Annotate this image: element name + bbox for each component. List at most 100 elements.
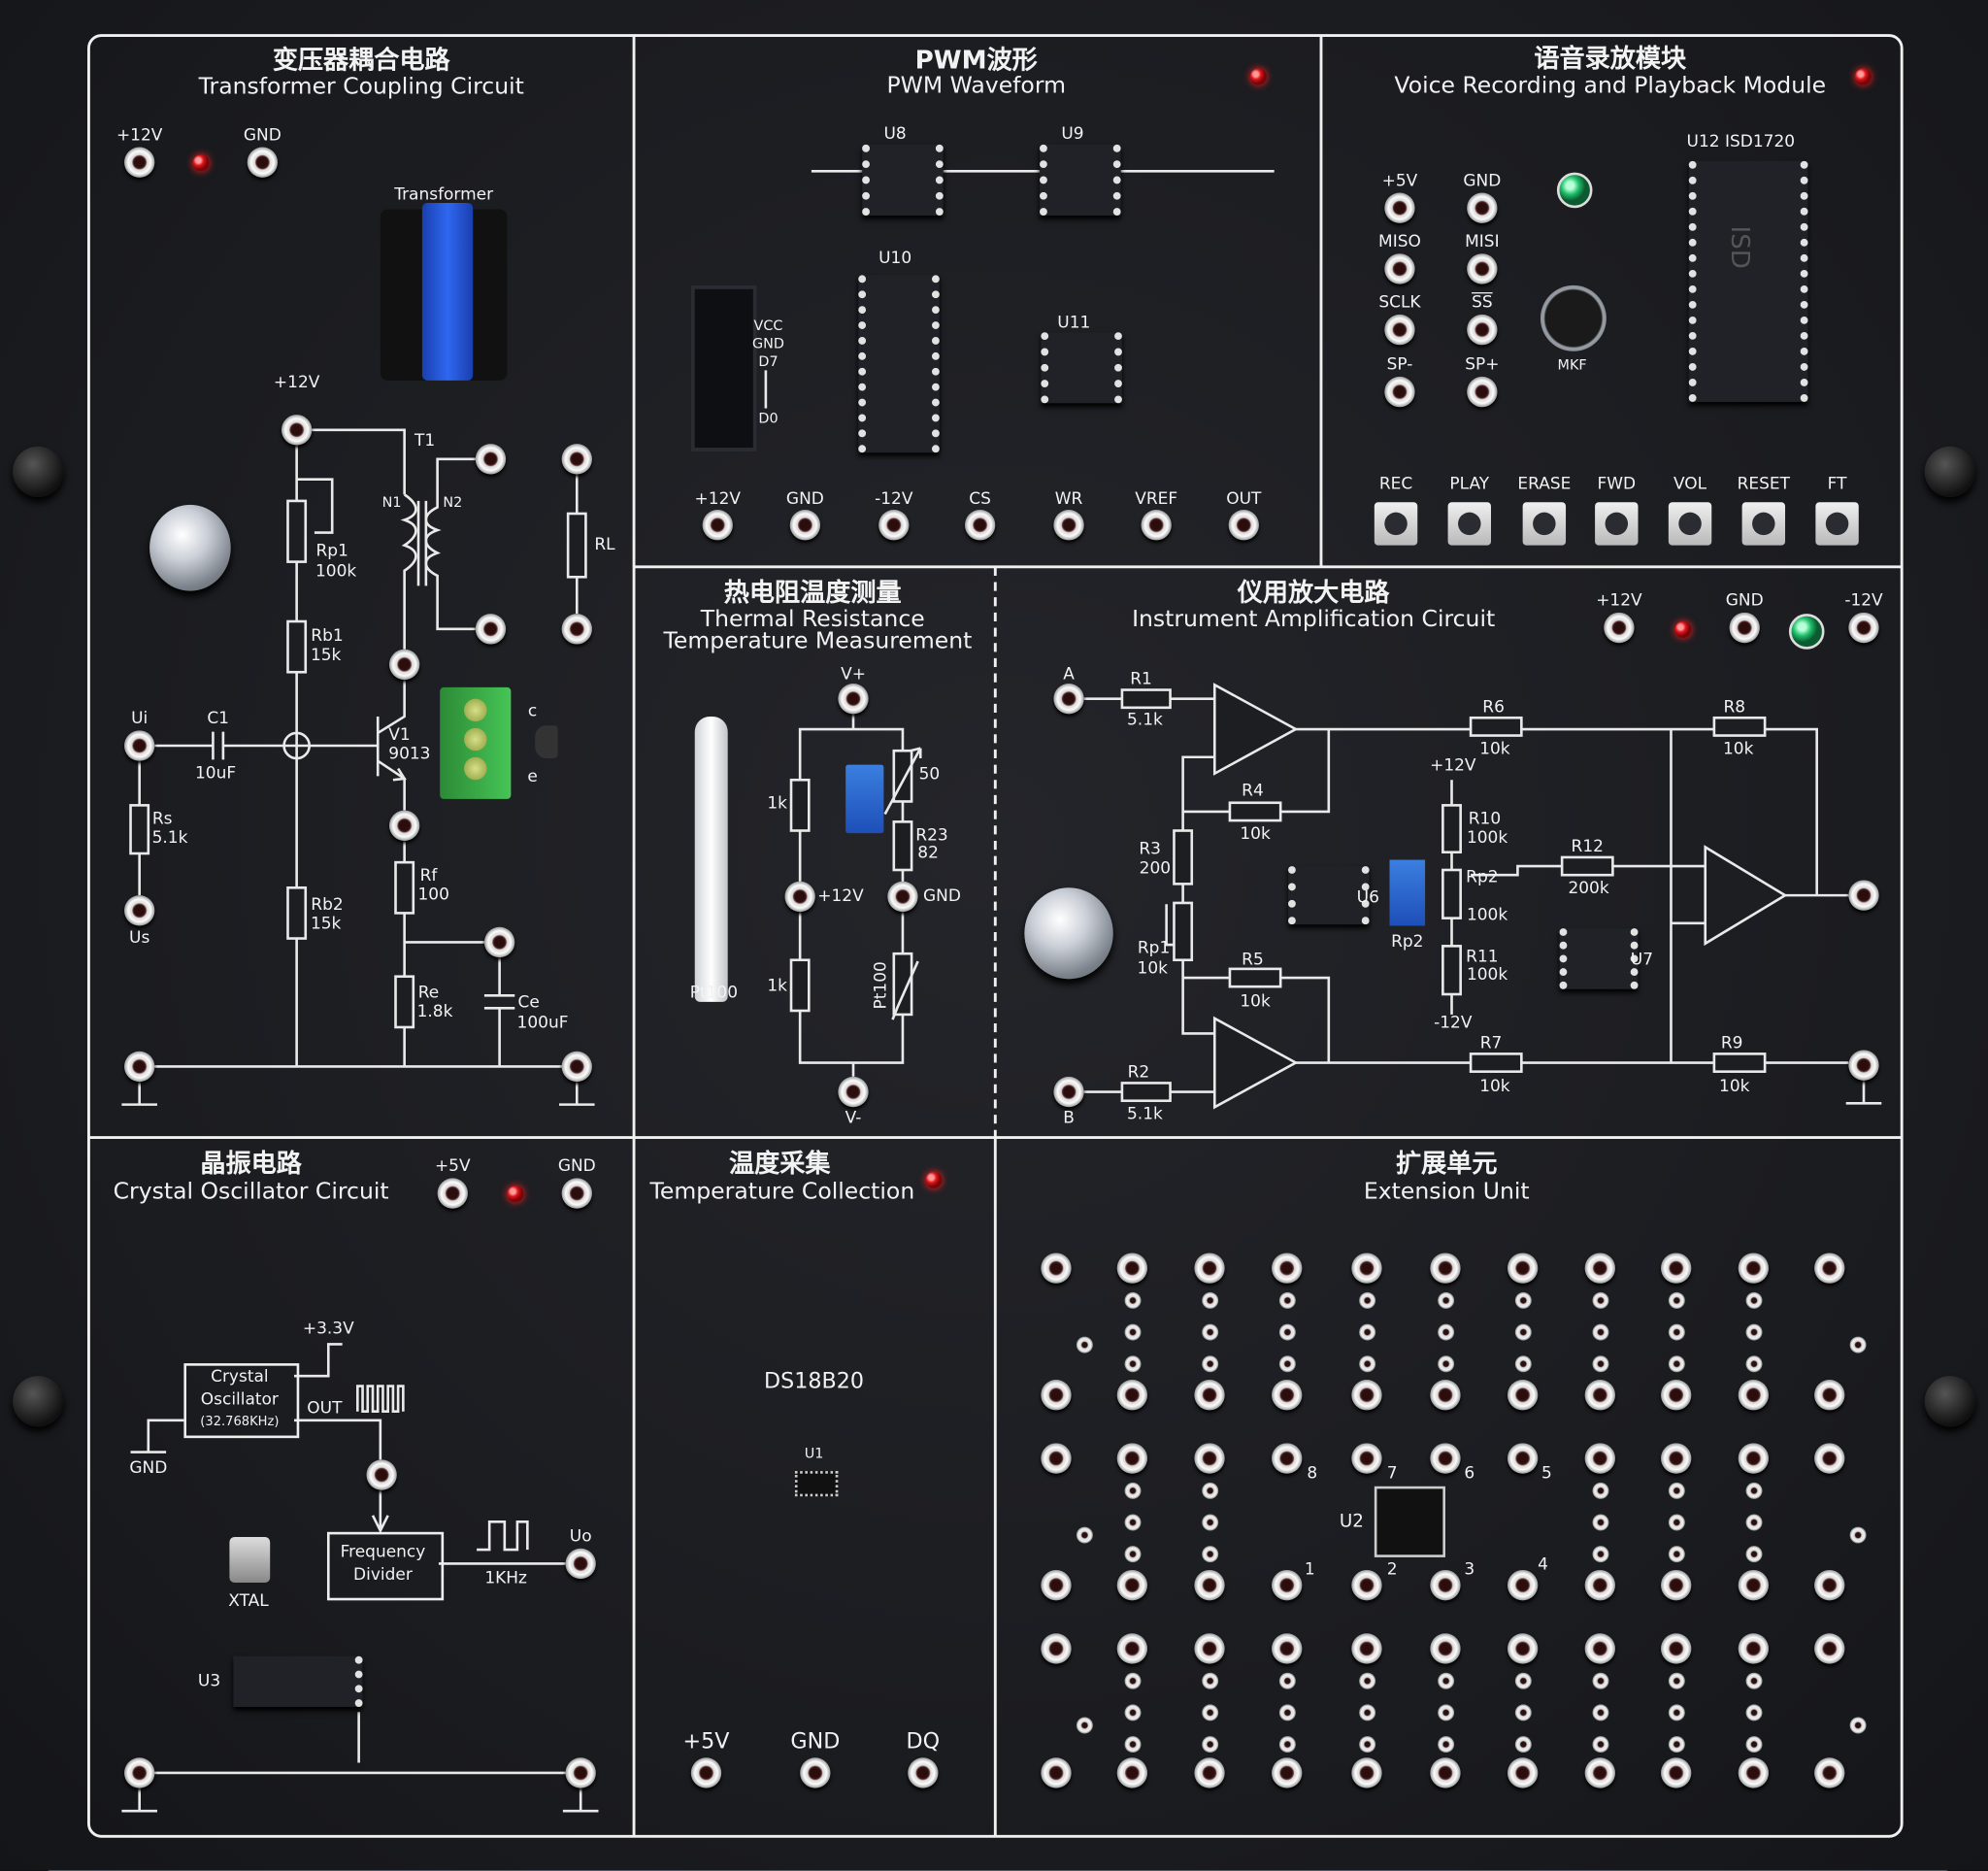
jack-ground-right[interactable] bbox=[561, 1051, 592, 1083]
jack-minus12v[interactable] bbox=[1848, 612, 1879, 644]
extension-jack[interactable] bbox=[1507, 1633, 1539, 1664]
jack-voice-7[interactable] bbox=[1467, 376, 1498, 408]
extension-jack[interactable] bbox=[1661, 1633, 1692, 1664]
extension-jack[interactable] bbox=[1430, 1569, 1461, 1601]
button-reset[interactable] bbox=[1741, 502, 1786, 546]
extension-jack[interactable] bbox=[1430, 1253, 1461, 1284]
extension-jack[interactable] bbox=[1584, 1443, 1615, 1474]
extension-jack[interactable] bbox=[1430, 1443, 1461, 1474]
jack-gnd[interactable] bbox=[1729, 612, 1760, 644]
potentiometer-knob-rp1[interactable] bbox=[149, 504, 231, 591]
jack-ground-left[interactable] bbox=[123, 1051, 155, 1083]
extension-jack[interactable] bbox=[1041, 1380, 1072, 1411]
extension-jack[interactable] bbox=[1194, 1757, 1225, 1788]
extension-jack[interactable] bbox=[1041, 1443, 1072, 1474]
button-rec[interactable] bbox=[1374, 502, 1418, 546]
extension-jack[interactable] bbox=[1814, 1443, 1845, 1474]
button-vol[interactable] bbox=[1668, 502, 1712, 546]
jack-pwm-4[interactable] bbox=[1053, 510, 1084, 541]
jack-pwm-2[interactable] bbox=[878, 510, 910, 541]
extension-jack[interactable] bbox=[1272, 1443, 1303, 1474]
button-fwd[interactable] bbox=[1595, 502, 1639, 546]
extension-jack[interactable] bbox=[1116, 1253, 1148, 1284]
extension-jack[interactable] bbox=[1041, 1569, 1072, 1601]
extension-jack[interactable] bbox=[1814, 1569, 1845, 1601]
extension-jack[interactable] bbox=[1584, 1633, 1615, 1664]
extension-jack[interactable] bbox=[1351, 1569, 1382, 1601]
jack-pwm-6[interactable] bbox=[1228, 510, 1259, 541]
jack-rl-bottom[interactable] bbox=[561, 614, 592, 645]
extension-jack[interactable] bbox=[1351, 1443, 1382, 1474]
jack-v-plus[interactable] bbox=[838, 683, 869, 715]
jack-ground[interactable] bbox=[1848, 1050, 1879, 1081]
extension-jack[interactable] bbox=[1116, 1633, 1148, 1664]
jack-gnd[interactable] bbox=[561, 1178, 592, 1209]
jack-ground-left[interactable] bbox=[123, 1757, 155, 1788]
extension-jack[interactable] bbox=[1194, 1253, 1225, 1284]
extension-jack[interactable] bbox=[1507, 1380, 1539, 1411]
jack-temp-1[interactable] bbox=[800, 1757, 831, 1788]
extension-jack[interactable] bbox=[1430, 1380, 1461, 1411]
extension-jack[interactable] bbox=[1272, 1633, 1303, 1664]
extension-jack[interactable] bbox=[1194, 1569, 1225, 1601]
extension-jack[interactable] bbox=[1738, 1757, 1770, 1788]
extension-jack[interactable] bbox=[1116, 1569, 1148, 1601]
button-erase[interactable] bbox=[1522, 502, 1567, 546]
jack-voice-6[interactable] bbox=[1384, 376, 1415, 408]
extension-jack[interactable] bbox=[1041, 1633, 1072, 1664]
jack-collector[interactable] bbox=[388, 649, 420, 681]
extension-jack[interactable] bbox=[1351, 1253, 1382, 1284]
jack-b[interactable] bbox=[1053, 1076, 1084, 1108]
button-ft[interactable] bbox=[1815, 502, 1859, 546]
jack-voice-2[interactable] bbox=[1384, 253, 1415, 284]
extension-jack[interactable] bbox=[1194, 1380, 1225, 1411]
extension-jack[interactable] bbox=[1507, 1569, 1539, 1601]
extension-jack[interactable] bbox=[1041, 1757, 1072, 1788]
jack-v-minus[interactable] bbox=[838, 1076, 869, 1108]
jack-out[interactable] bbox=[366, 1459, 397, 1490]
button-play[interactable] bbox=[1447, 502, 1491, 546]
jack-voice-0[interactable] bbox=[1384, 192, 1415, 223]
extension-jack[interactable] bbox=[1272, 1380, 1303, 1411]
jack-plus12v[interactable] bbox=[1604, 612, 1635, 644]
extension-jack[interactable] bbox=[1661, 1380, 1692, 1411]
jack-ground-right[interactable] bbox=[565, 1757, 596, 1788]
jack-t1-n2-bottom[interactable] bbox=[475, 614, 507, 645]
extension-jack[interactable] bbox=[1116, 1443, 1148, 1474]
extension-jack[interactable] bbox=[1272, 1253, 1303, 1284]
extension-jack[interactable] bbox=[1584, 1757, 1615, 1788]
extension-jack[interactable] bbox=[1661, 1443, 1692, 1474]
extension-jack[interactable] bbox=[1584, 1380, 1615, 1411]
extension-jack[interactable] bbox=[1814, 1633, 1845, 1664]
extension-jack[interactable] bbox=[1738, 1380, 1770, 1411]
extension-jack[interactable] bbox=[1584, 1569, 1615, 1601]
jack-plus12v-b[interactable] bbox=[281, 415, 313, 446]
extension-jack[interactable] bbox=[1661, 1253, 1692, 1284]
jack-plus12v[interactable] bbox=[784, 881, 815, 913]
extension-jack[interactable] bbox=[1194, 1443, 1225, 1474]
trim-potentiometer-rp2[interactable] bbox=[1389, 859, 1426, 926]
jack-plus12v[interactable] bbox=[123, 147, 155, 178]
extension-jack[interactable] bbox=[1041, 1253, 1072, 1284]
jack-a[interactable] bbox=[1053, 683, 1084, 715]
jack-plus5v[interactable] bbox=[437, 1178, 468, 1209]
extension-jack[interactable] bbox=[1507, 1253, 1539, 1284]
extension-jack[interactable] bbox=[1814, 1757, 1845, 1788]
jack-voice-4[interactable] bbox=[1384, 314, 1415, 346]
jack-voice-1[interactable] bbox=[1467, 192, 1498, 223]
extension-jack[interactable] bbox=[1116, 1757, 1148, 1788]
extension-jack[interactable] bbox=[1351, 1633, 1382, 1664]
extension-jack[interactable] bbox=[1272, 1569, 1303, 1601]
jack-ui[interactable] bbox=[123, 730, 155, 761]
extension-jack[interactable] bbox=[1507, 1443, 1539, 1474]
jack-t1-n2-top[interactable] bbox=[475, 444, 507, 475]
jack-temp-0[interactable] bbox=[690, 1757, 722, 1788]
potentiometer-knob-rp1[interactable] bbox=[1024, 887, 1113, 980]
jack-output[interactable] bbox=[1848, 880, 1879, 911]
extension-jack[interactable] bbox=[1116, 1380, 1148, 1411]
extension-jack[interactable] bbox=[1272, 1757, 1303, 1788]
extension-jack[interactable] bbox=[1814, 1253, 1845, 1284]
extension-jack[interactable] bbox=[1661, 1757, 1692, 1788]
extension-jack[interactable] bbox=[1507, 1757, 1539, 1788]
jack-voice-5[interactable] bbox=[1467, 314, 1498, 346]
